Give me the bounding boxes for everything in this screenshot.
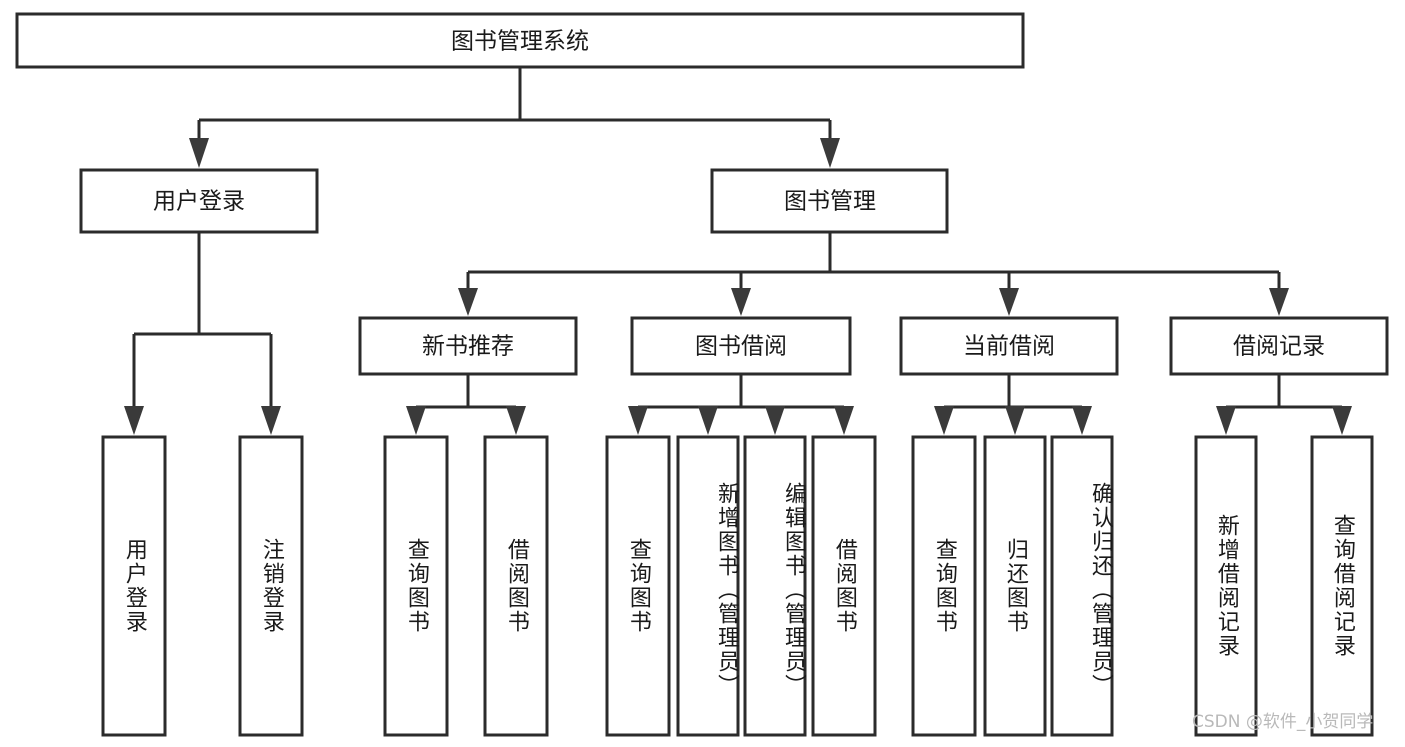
leaf-box-confirm-return[interactable] — [1050, 435, 1114, 737]
connector-group-borrow-record — [1216, 374, 1352, 435]
arrow-head-leaf-borrow-book — [834, 406, 854, 435]
leaf-box-add-book[interactable] — [676, 435, 740, 737]
node-root-label: 图书管理系统 — [451, 29, 589, 55]
connector-group-current-borrow — [934, 374, 1092, 435]
leaf-box-add-record[interactable] — [1194, 435, 1258, 737]
arrow-head-leaf-query-record — [1332, 406, 1352, 435]
node-book-borrow-box[interactable] — [630, 316, 852, 376]
node-user-login[interactable]: 用户登录 — [79, 168, 319, 234]
connector-group-book-borrow — [628, 374, 854, 435]
arrow-head-user-login — [189, 138, 209, 168]
leaf-box-return-book[interactable] — [983, 435, 1047, 737]
node-borrow-record[interactable]: 借阅记录 — [1169, 316, 1389, 376]
leaf-box-user-logout[interactable] — [238, 435, 304, 737]
arrow-head-leaf-query-book-borrow — [628, 406, 648, 435]
leaf-box-borrow-book[interactable] — [811, 435, 877, 737]
arrow-head-book-borrow — [731, 288, 751, 316]
node-current-borrow-label: 当前借阅 — [963, 334, 1055, 360]
node-user-login-label: 用户登录 — [153, 189, 245, 215]
node-current-borrow-box[interactable] — [899, 316, 1119, 376]
node-current-borrow[interactable]: 当前借阅 — [899, 316, 1119, 376]
node-user-login-box[interactable] — [79, 168, 319, 234]
node-new-book-recommend[interactable]: 新书推荐 — [358, 316, 578, 376]
connector-group-book-manage — [458, 232, 1289, 316]
arrow-head-leaf-query-book-rec — [406, 406, 426, 435]
node-new-book-recommend-label: 新书推荐 — [422, 334, 514, 360]
arrow-head-leaf-add-record — [1216, 406, 1236, 435]
arrow-head-leaf-user-login — [124, 406, 144, 435]
node-new-book-recommend-box[interactable] — [358, 316, 578, 376]
leaf-box-user-login[interactable] — [101, 435, 167, 737]
leaf-box-query-book-borrow[interactable] — [605, 435, 671, 737]
csdn-watermark: CSDN @软件_小贺同学 — [1192, 712, 1374, 732]
arrow-head-leaf-user-logout — [261, 406, 281, 435]
leaf-box-group — [101, 435, 1374, 737]
node-book-borrow[interactable]: 图书借阅 — [630, 316, 852, 376]
node-root[interactable]: 图书管理系统 — [15, 12, 1025, 69]
leaf-box-edit-book[interactable] — [743, 435, 807, 737]
node-borrow-record-label: 借阅记录 — [1233, 334, 1325, 360]
node-book-borrow-label: 图书借阅 — [695, 334, 787, 360]
connector-group-new-book-recommend — [406, 374, 526, 435]
arrow-head-leaf-add-book — [698, 406, 718, 435]
arrow-head-current-borrow — [999, 288, 1019, 316]
connector-group-user-login — [124, 232, 281, 435]
node-book-manage[interactable]: 图书管理 — [710, 168, 949, 234]
node-book-manage-box[interactable] — [710, 168, 949, 234]
arrow-head-new-book-recommend — [458, 288, 478, 316]
leaf-box-borrow-book-rec[interactable] — [483, 435, 549, 737]
arrow-head-leaf-borrow-book-rec — [506, 406, 526, 435]
arrow-head-leaf-return-book — [1005, 406, 1025, 435]
connector-group-root — [189, 67, 840, 168]
node-borrow-record-box[interactable] — [1169, 316, 1389, 376]
arrow-head-leaf-edit-book — [765, 406, 785, 435]
leaf-box-query-record[interactable] — [1310, 435, 1374, 737]
arrow-head-leaf-confirm-return — [1072, 406, 1092, 435]
arrow-head-borrow-record — [1269, 288, 1289, 316]
leaf-box-query-book-rec[interactable] — [383, 435, 449, 737]
arrow-head-book-manage — [820, 138, 840, 168]
node-book-manage-label: 图书管理 — [784, 189, 876, 215]
node-root-box[interactable] — [15, 12, 1025, 69]
leaf-box-query-book-cur[interactable] — [911, 435, 977, 737]
arrow-head-leaf-query-book-cur — [934, 406, 954, 435]
